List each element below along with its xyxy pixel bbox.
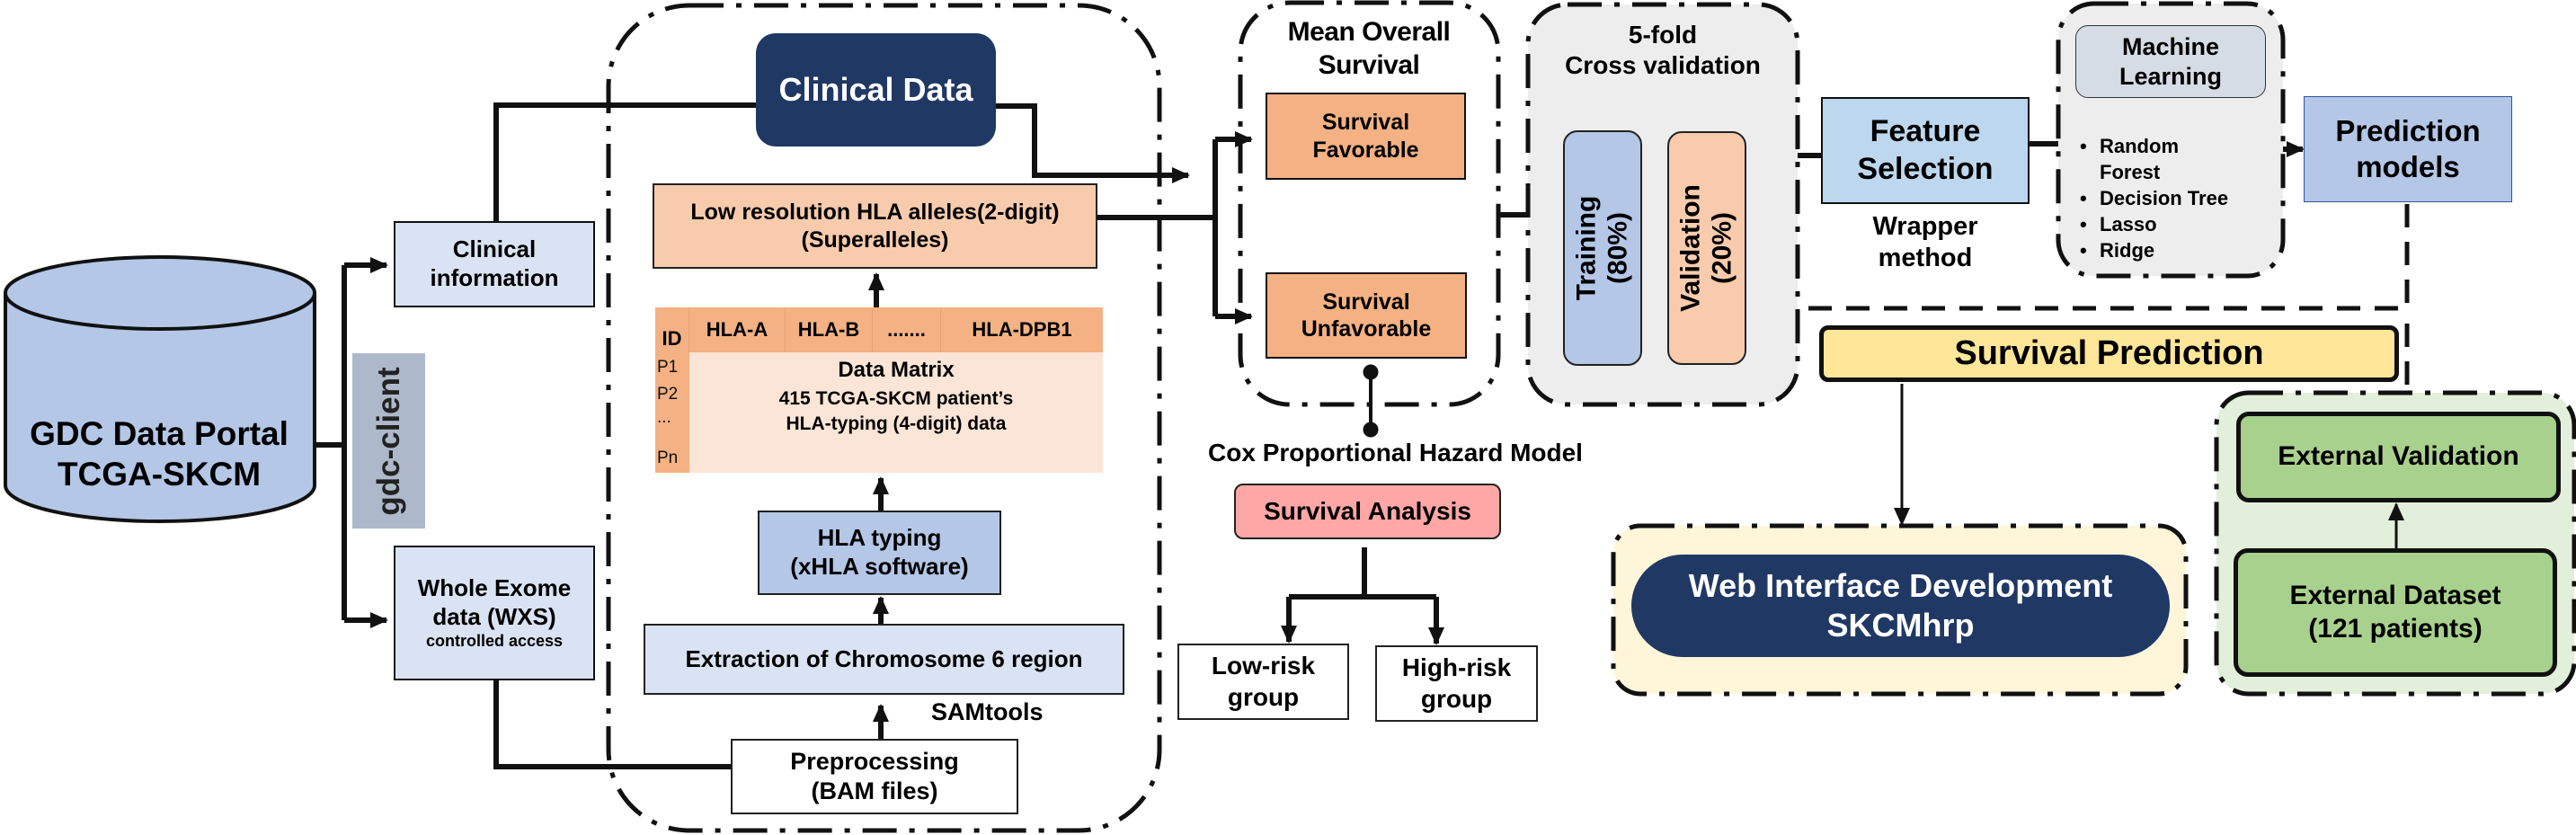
gdc-client-label: gdc-client [352,353,425,529]
ml-model-item: Lasso [2076,211,2283,237]
chromosome-extraction-box: Extraction of Chromosome 6 region [644,624,1124,695]
clinical-data-box: Clinical Data [756,33,996,147]
survival-analysis-box: Survival Analysis [1234,484,1501,539]
matrix-row-id: P1 [657,358,679,377]
high-risk-group-box: High-risk group [1375,645,1538,722]
web-interface-pill: Web Interface Development SKCMhrp [1631,555,2170,657]
hla-pipeline-container-border [606,3,1162,833]
matrix-row-id: Pn [657,449,679,467]
survival-unfavorable-box: Survival Unfavorable [1266,272,1467,359]
ml-model-item: Decision Tree [2076,185,2283,211]
matrix-id-header: ID [655,307,689,352]
whole-exome-box: Whole Exome data (WXS) controlled access [394,546,595,680]
matrix-column-header: HLA-B [786,307,873,352]
ml-model-item: Ridge [2076,237,2283,263]
ml-model-item: Random Forest [2076,133,2198,185]
cross-validation-title: 5-fold Cross validation [1565,21,1761,80]
machine-learning-header: Machine Learning [2075,25,2266,98]
matrix-header-row [655,307,1103,352]
hla-typing-box: HLA typing (xHLA software) [758,511,1001,595]
cox-connector [1363,364,1379,438]
matrix-id-column [655,352,689,473]
external-dataset-box: External Dataset (121 patients) [2234,548,2557,677]
validation-split: Validation (20%) [1667,131,1746,365]
external-validation-box: External Validation [2236,412,2561,502]
matrix-column-header: HLA-A [689,307,786,352]
prediction-feedback-dashed-line [1808,204,2410,311]
cross-validation-container-border [1525,2,1800,407]
samtools-label: SAMtools [931,698,1044,725]
mean-overall-survival-title: Mean Overall Survival [1287,17,1451,80]
clinical-information-box: Clinical information [394,221,595,307]
survival-prediction-banner: Survival Prediction [1819,325,2399,382]
cox-model-label: Cox Proportional Hazard Model [1208,439,1583,466]
low-resolution-hla-box: Low resolution HLA alleles(2-digit) (Sup… [653,183,1097,269]
data-matrix: ID HLA-A HLA-B ....... HLA-DPB1 P1 P2 ..… [655,307,1103,473]
matrix-row-id: ... [657,408,671,427]
training-split: Training (80%) [1563,130,1642,366]
prediction-models-box: Prediction models [2304,96,2512,202]
matrix-row-id: P2 [657,385,679,404]
matrix-description: Data Matrix 415 TCGA-SKCM patient’s HLA-… [778,358,1014,434]
matrix-column-header: HLA-DPB1 [972,318,1072,341]
low-risk-group-box: Low-risk group [1177,644,1349,720]
preprocessing-box: Preprocessing (BAM files) [731,739,1018,814]
survival-favorable-box: Survival Favorable [1266,93,1466,180]
controlled-access-note: controlled access [425,631,564,650]
external-validation-container-border [2214,390,2576,697]
machine-learning-container-border [2056,1,2286,279]
database-cylinder-icon [3,255,316,523]
gdc-data-portal: GDC Data Portal TCGA-SKCM [30,414,289,493]
feature-selection-box: Feature Selection [1821,97,2030,204]
ml-model-list: Random Forest Decision Tree Lasso Ridge [2076,133,2283,263]
wrapper-method-label: Wrapper method [1872,212,1978,273]
web-interface-container-border [1611,523,2189,697]
matrix-column-header: ....... [873,307,941,352]
